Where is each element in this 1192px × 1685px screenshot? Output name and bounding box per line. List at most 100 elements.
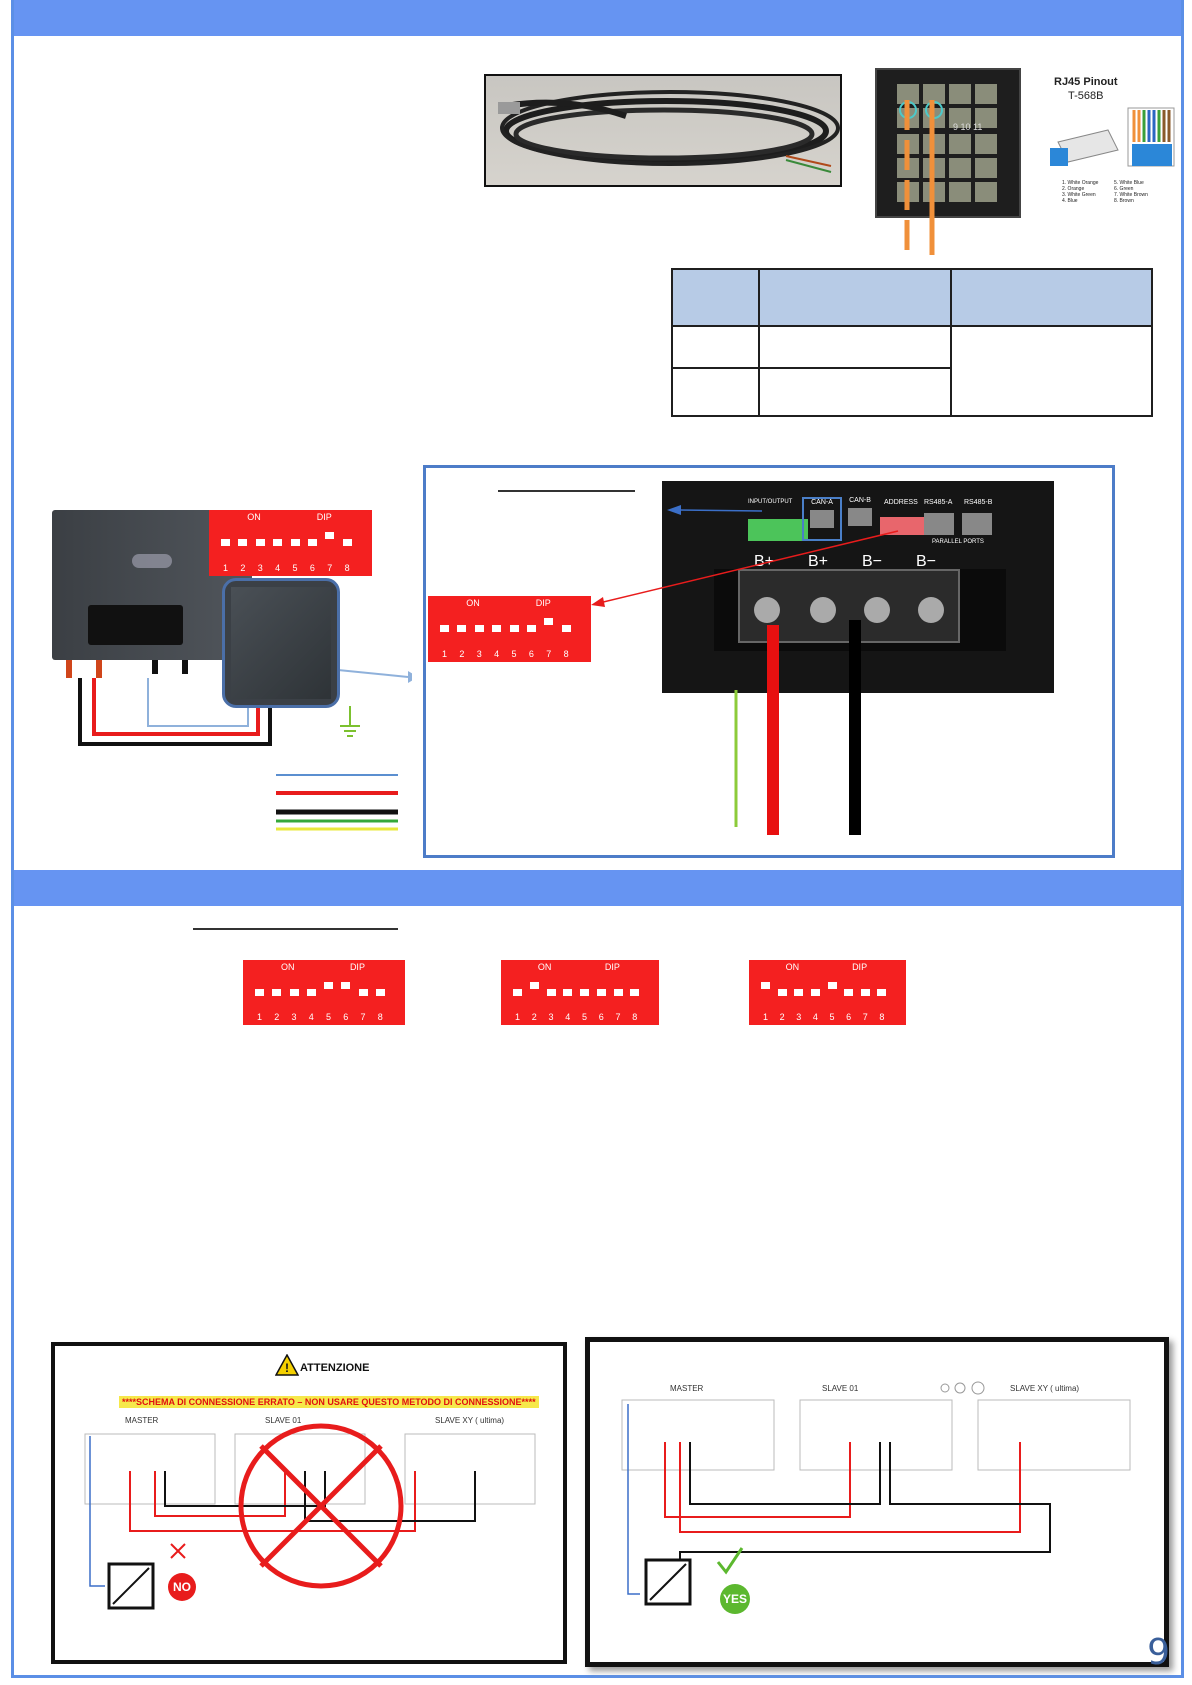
dip-switch-5[interactable] (580, 982, 589, 996)
wrong-connection-diagram: ! ATTENZIONE ****SCHEMA DI CONNESSIONE E… (51, 1342, 567, 1664)
dip-switch-2[interactable] (529, 982, 539, 996)
dip-switch-2[interactable] (457, 618, 467, 632)
dip-number: 8 (344, 563, 350, 573)
dip-switch-8[interactable] (375, 982, 385, 996)
dip-switch-8[interactable] (561, 618, 571, 632)
address-label: ADDRESS (884, 499, 918, 506)
dip-number: 4 (308, 1012, 314, 1022)
dip-switch-3[interactable] (255, 532, 265, 546)
bms-zoom-box (423, 465, 1115, 858)
dip-dip-label: DIP (535, 598, 551, 608)
dip-switch-8[interactable] (342, 532, 352, 546)
rj45-standard: T-568B (1068, 90, 1104, 102)
dip-switch-6[interactable] (526, 618, 536, 632)
dip-dip-label: DIP (852, 962, 868, 972)
dip-switch-7[interactable] (325, 532, 335, 546)
dip-number: 6 (343, 1012, 349, 1022)
dip-number: 7 (546, 649, 552, 659)
dip-switch-7[interactable] (544, 618, 554, 632)
dip-switch-3[interactable] (546, 982, 556, 996)
dip-switch-6[interactable] (341, 982, 351, 996)
inverter-wiring (66, 660, 412, 746)
dip-switch-1[interactable] (255, 982, 264, 996)
dip-switch-4[interactable] (492, 618, 502, 632)
dip-switch-4[interactable] (273, 532, 283, 546)
dip-switch-4[interactable] (563, 982, 573, 996)
dip-switch-4[interactable] (810, 982, 820, 996)
dip-on-label: ON (785, 962, 800, 972)
wrong-wiring-sketch (84, 1423, 536, 1610)
dip-switch-6[interactable] (596, 982, 606, 996)
table-cell (671, 367, 760, 417)
dip-switch-2[interactable] (272, 982, 282, 996)
dip-number: 4 (812, 1012, 818, 1022)
dip-switch-5[interactable] (827, 982, 837, 996)
dip-number: 7 (360, 1012, 366, 1022)
dip-number: 8 (632, 1012, 638, 1022)
warning-error-text: ****SCHEMA DI CONNESSIONE ERRATO – NON U… (119, 1396, 539, 1408)
battery-front (231, 587, 331, 699)
dip-number: 6 (598, 1012, 604, 1022)
dip-switch-7[interactable] (358, 982, 368, 996)
dip-number: 2 (779, 1012, 785, 1022)
dip-number: 2 (531, 1012, 537, 1022)
svg-text:9 10 11: 9 10 11 (953, 122, 982, 132)
dip-dip-label: DIP (349, 962, 365, 972)
dip-switch-1[interactable] (440, 618, 449, 632)
dip-number: 4 (275, 563, 281, 573)
can-a-port[interactable]: CAN-A (802, 497, 842, 541)
dip-number: 2 (459, 649, 465, 659)
dip-switch-2[interactable] (238, 532, 248, 546)
dip-switch-6[interactable] (844, 982, 854, 996)
correct-master-label: MASTER (670, 1384, 704, 1393)
dip-switch-1[interactable] (221, 532, 230, 546)
parallel-ports-label: PARALLEL PORTS (932, 539, 984, 545)
section-header-band-top (14, 0, 1181, 36)
dip-switch-7[interactable] (613, 982, 623, 996)
dip-switch-8[interactable] (630, 982, 640, 996)
rs485b-port[interactable] (962, 513, 992, 535)
wrong-master-label: MASTER (125, 1416, 159, 1425)
dip-switch-1[interactable] (761, 982, 770, 996)
dip-number: 6 (846, 1012, 852, 1022)
dip-number: 3 (796, 1012, 802, 1022)
dip-number: 8 (377, 1012, 383, 1022)
bms-annotation-arrows (591, 505, 899, 835)
no-badge: NO (168, 1573, 196, 1601)
dip-switch-5[interactable] (324, 982, 333, 996)
rj45-plug-icon (1050, 107, 1175, 167)
dip-on-label: ON (247, 512, 261, 522)
dip-number: 7 (862, 1012, 868, 1022)
dip-switch-4[interactable] (306, 982, 316, 996)
dip-switch-3[interactable] (474, 618, 484, 632)
dip-switch-3[interactable] (289, 982, 299, 996)
dip-number: 1 (514, 1012, 520, 1022)
connector-wires (904, 100, 935, 255)
dip-number: 1 (222, 563, 228, 573)
dip-switch-3[interactable] (794, 982, 804, 996)
inverter-logo (132, 554, 172, 568)
address-dip[interactable] (880, 517, 928, 535)
svg-text:!: ! (285, 1361, 289, 1375)
battery-image (222, 578, 340, 708)
dip-switch-5[interactable] (509, 618, 519, 632)
dip-switch-8[interactable] (877, 982, 887, 996)
section-header-band-middle (14, 870, 1181, 906)
dip-number: 5 (829, 1012, 835, 1022)
dip-switch-2[interactable] (777, 982, 787, 996)
cable-coil-icon (498, 90, 840, 173)
dip-switch-7[interactable] (860, 982, 870, 996)
rs485a-port[interactable] (924, 513, 954, 535)
dip-number: 6 (309, 563, 315, 573)
rj45-title: RJ45 Pinout (1054, 76, 1118, 88)
can-b-port[interactable]: CAN-B (842, 497, 878, 537)
dip-switch-1[interactable] (513, 982, 522, 996)
connection-table (671, 268, 1153, 417)
dip-switch-5[interactable] (290, 532, 300, 546)
table-header-cell-2 (758, 268, 952, 327)
table-cell (671, 325, 760, 369)
dip-switch-6[interactable] (307, 532, 317, 546)
dip-number: 5 (325, 1012, 331, 1022)
